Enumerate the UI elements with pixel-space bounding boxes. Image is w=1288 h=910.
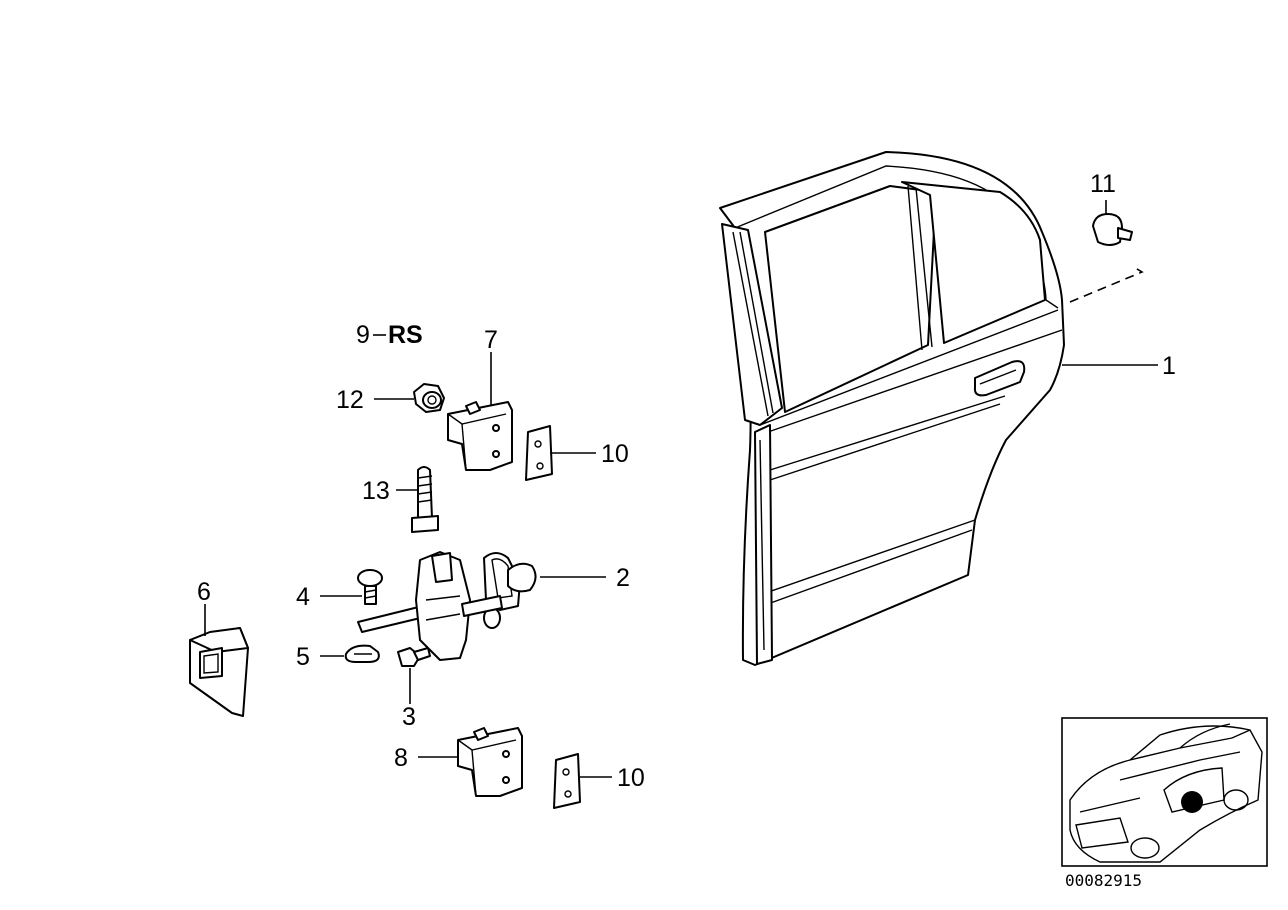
bolt-drawing[interactable]	[397, 647, 431, 667]
callout-13[interactable]: 13	[362, 477, 390, 505]
clip-drawing[interactable]	[344, 644, 380, 663]
drawing-number: 00082915	[1065, 871, 1142, 890]
locator-marker	[1181, 791, 1203, 813]
cover-bracket-drawing[interactable]	[189, 627, 249, 717]
callout-2[interactable]: 2	[616, 564, 630, 592]
callout-1[interactable]: 1	[1162, 352, 1176, 380]
screw-drawing[interactable]	[357, 569, 383, 605]
car-locator-icon	[1061, 717, 1268, 867]
callout-6[interactable]: 6	[197, 578, 211, 606]
shim-plate-lower-drawing[interactable]	[553, 753, 581, 809]
callout-4[interactable]: 4	[296, 583, 310, 611]
hex-bolt-drawing[interactable]	[411, 466, 439, 533]
callout-9[interactable]: 9	[356, 321, 370, 349]
lower-hinge-drawing[interactable]	[457, 727, 523, 797]
door-check-strap-drawing[interactable]	[357, 551, 537, 661]
upper-hinge-drawing[interactable]	[447, 401, 513, 471]
rear-door-drawing[interactable]	[719, 151, 1065, 666]
callout-7[interactable]: 7	[484, 326, 498, 354]
shim-plate-upper-drawing[interactable]	[525, 425, 553, 481]
callout-10-upper[interactable]: 10	[601, 440, 629, 468]
callout-5[interactable]: 5	[296, 643, 310, 671]
callout-3[interactable]: 3	[402, 703, 416, 731]
callout-12[interactable]: 12	[336, 386, 364, 414]
callout-8[interactable]: 8	[394, 744, 408, 772]
nut-drawing[interactable]	[413, 383, 445, 413]
plug-dashed-leader	[1069, 265, 1144, 303]
callout-11[interactable]: 11	[1090, 170, 1116, 198]
set-label-rs: RS	[388, 321, 423, 349]
plug-drawing[interactable]	[1092, 213, 1133, 246]
callout-10-lower[interactable]: 10	[617, 764, 645, 792]
